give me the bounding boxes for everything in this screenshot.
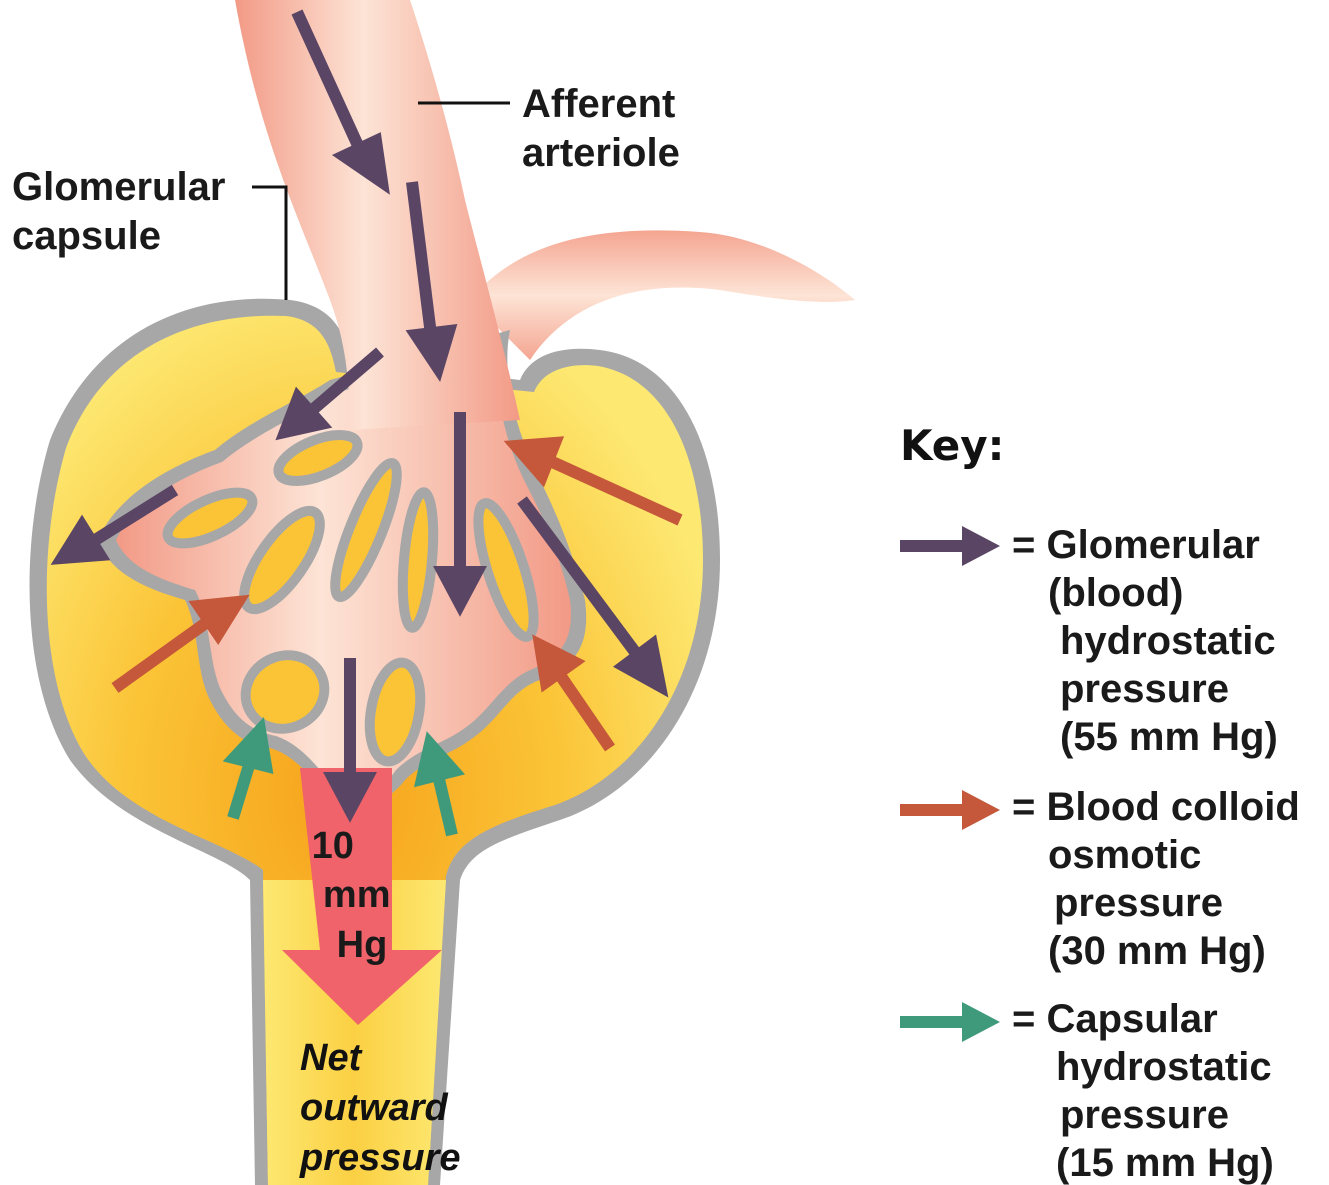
key-glom-line-1: = Glomerular — [1012, 523, 1260, 567]
net-value-unit-1: mm — [323, 874, 391, 916]
capsule-line-2: capsule — [12, 214, 161, 258]
key-text-glomerular: = Glomerular (blood) hydrostatic pressur… — [1012, 523, 1287, 759]
efferent-arteriole — [470, 230, 855, 360]
capsule-leader-line — [252, 187, 286, 300]
afferent-arteriole-label: Afferent arteriole — [522, 82, 686, 175]
glomerular-capsule-label: Glomerular capsule — [12, 165, 237, 258]
key-title: Key: — [900, 421, 1004, 470]
key-coll-line-4: (30 mm Hg) — [1048, 929, 1266, 973]
key-caps-line-2: hydrostatic — [1056, 1045, 1272, 1089]
key-text-colloid: = Blood colloid osmotic pressure (30 mm … — [1012, 785, 1311, 973]
key-coll-line-1: = Blood colloid — [1012, 785, 1300, 829]
key-entry-capsular: = Capsular hydrostatic pressure (15 mm H… — [900, 997, 1283, 1185]
key-arrow-purple — [900, 526, 1000, 566]
key-caps-line-3: pressure — [1060, 1093, 1229, 1137]
key-coll-line-2: osmotic — [1048, 833, 1201, 877]
key-coll-line-3: pressure — [1054, 881, 1223, 925]
key-glom-line-2: (blood) — [1048, 571, 1184, 615]
key-caps-line-4: (15 mm Hg) — [1056, 1141, 1274, 1185]
key-glom-line-5: (55 mm Hg) — [1060, 715, 1278, 759]
key-entry-glomerular: = Glomerular (blood) hydrostatic pressur… — [900, 523, 1287, 759]
key-entry-colloid: = Blood colloid osmotic pressure (30 mm … — [900, 785, 1311, 973]
key-caps-line-1: = Capsular — [1012, 997, 1218, 1041]
capsule-line-1: Glomerular — [12, 165, 225, 209]
key-glom-line-4: pressure — [1060, 667, 1229, 711]
key-text-capsular: = Capsular hydrostatic pressure (15 mm H… — [1012, 997, 1283, 1185]
net-value-number: 10 — [312, 825, 354, 867]
key-arrow-green — [900, 1002, 1000, 1042]
key-arrow-orange — [900, 790, 1000, 830]
afferent-line-1: Afferent — [522, 82, 675, 126]
key-glom-line-3: hydrostatic — [1060, 619, 1276, 663]
net-caption-2: outward — [300, 1087, 449, 1129]
net-value-unit-2: Hg — [337, 924, 388, 966]
net-caption-1: Net — [300, 1037, 363, 1079]
key: Key: = Glomerular (blood) hydrostatic pr… — [900, 421, 1311, 1185]
net-caption-3: pressure — [299, 1137, 461, 1179]
afferent-line-2: arteriole — [522, 131, 680, 175]
